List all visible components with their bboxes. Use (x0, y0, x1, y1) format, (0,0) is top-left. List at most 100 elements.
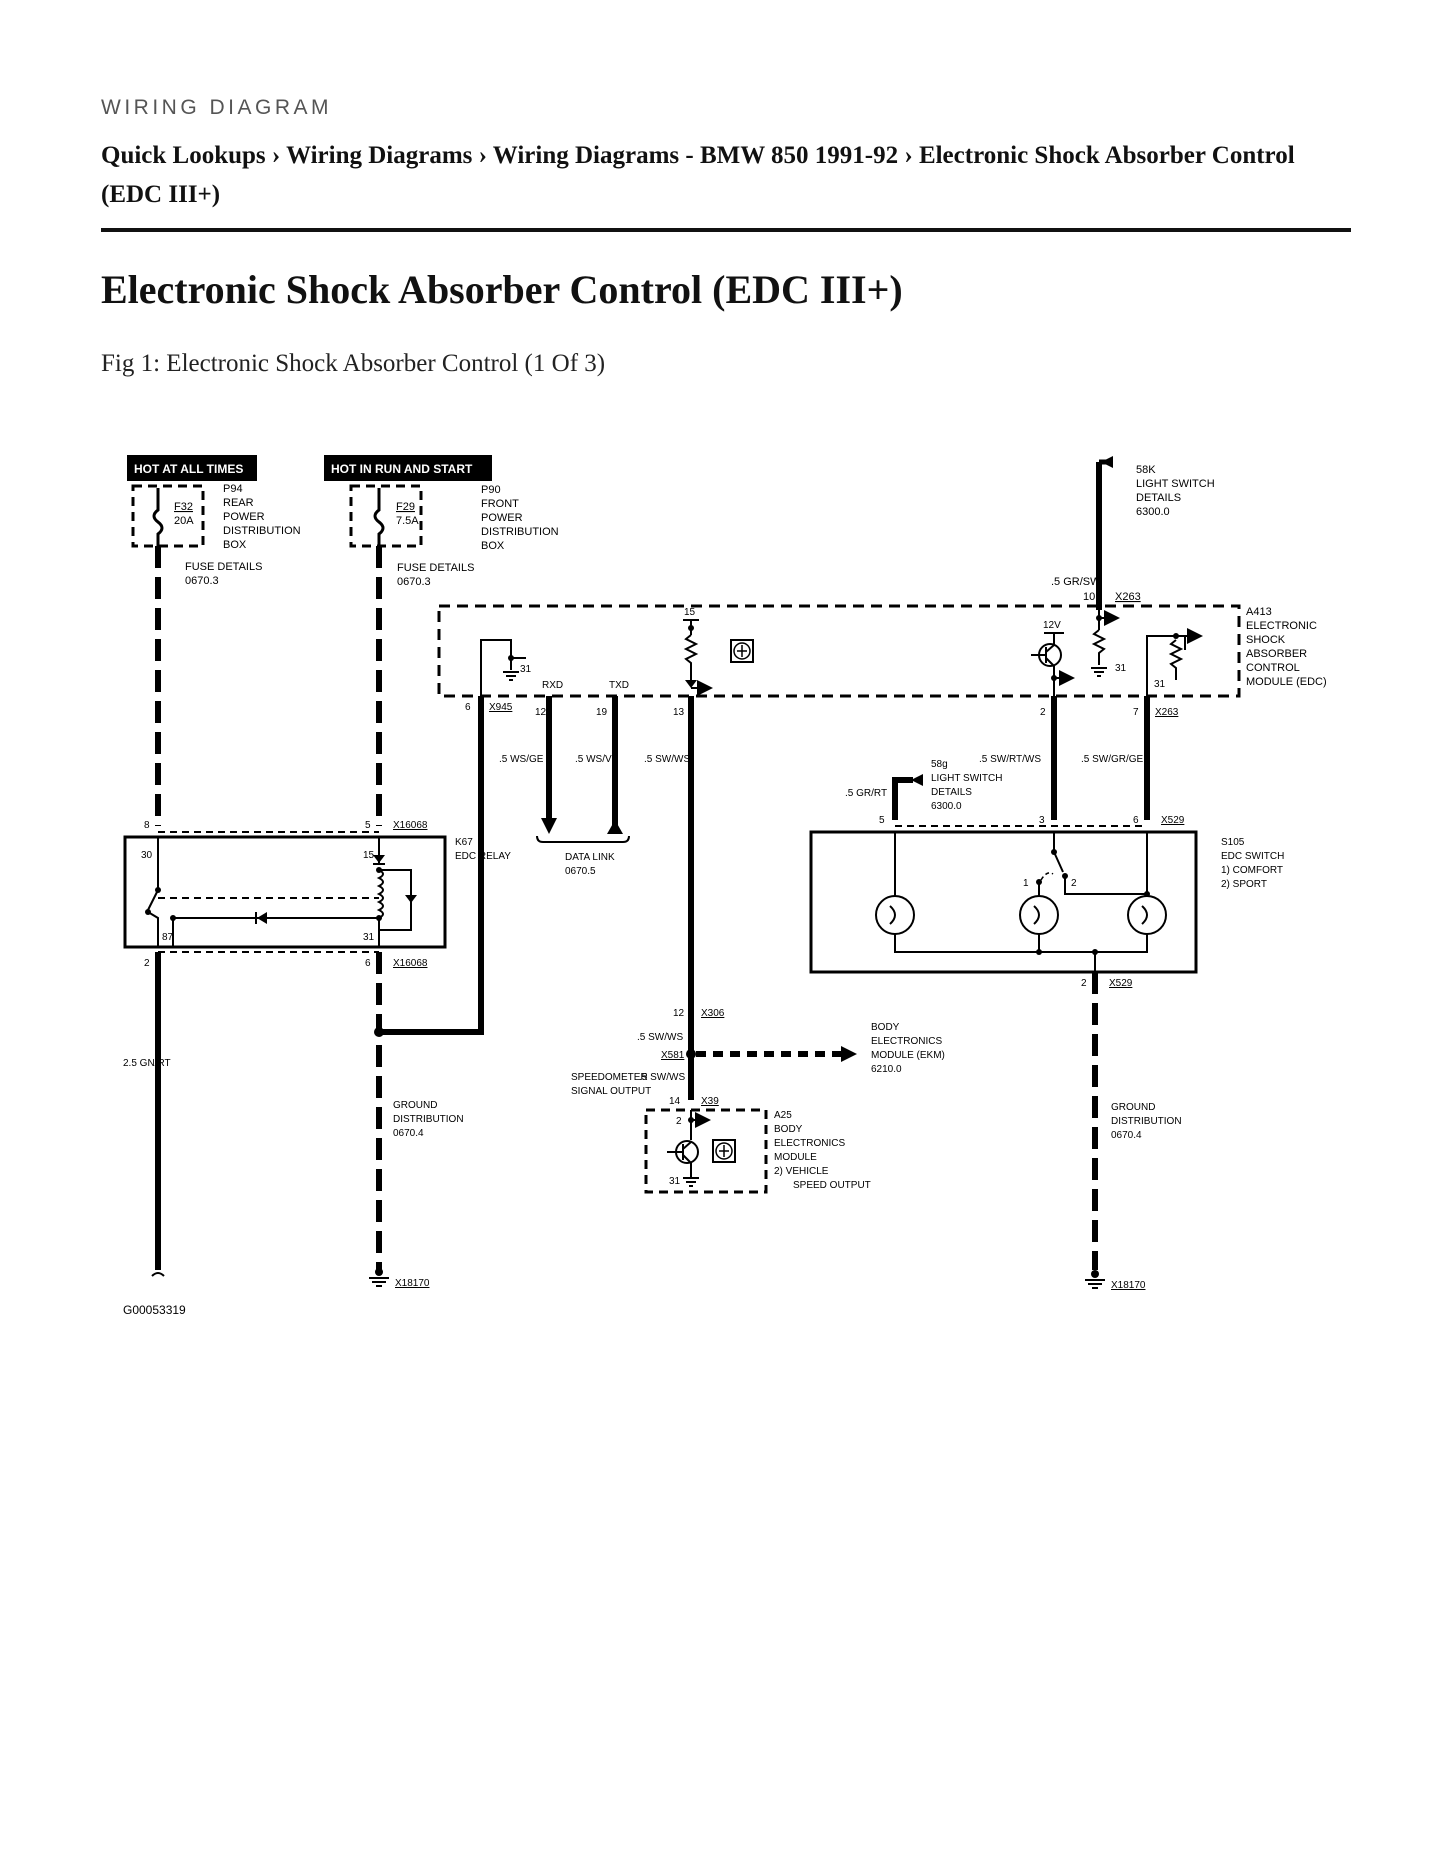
switch-arm (1053, 851, 1064, 873)
edc-internal-pin6-loop (480, 639, 512, 696)
label-pin-6: 6 (1133, 815, 1139, 826)
figure-id: G00053319 (123, 1303, 186, 1317)
label-x18170: X18170 (395, 1278, 430, 1289)
figure-caption: Fig 1: Electronic Shock Absorber Control… (101, 350, 606, 377)
header-divider (101, 228, 1351, 232)
label-power: POWER (223, 511, 265, 523)
diode-symbol (685, 680, 697, 688)
label-switch-position-2: 2 (1071, 878, 1077, 889)
page-kicker: WIRING DIAGRAM (101, 96, 332, 119)
breadcrumb: Quick Lookups › Wiring Diagrams › Wiring… (101, 136, 1351, 214)
breadcrumb-link-wiring-diagrams[interactable]: Wiring Diagrams (286, 142, 473, 169)
label-ref-0670-4: 0670.4 (393, 1128, 424, 1139)
edc-internal-pin7-loop (1146, 635, 1186, 696)
label-x529: X529 (1109, 978, 1133, 989)
label-wire-wsvi: .5 WS/VI (575, 754, 614, 765)
label-module: MODULE (774, 1152, 817, 1163)
splice-node (686, 1049, 696, 1059)
label-pin-13: 13 (673, 707, 685, 718)
label-x16068: X16068 (393, 958, 428, 969)
label-distribution: DISTRIBUTION (393, 1114, 464, 1125)
label-edc-relay: EDC RELAY (455, 851, 511, 862)
breadcrumb-link-quick-lookups[interactable]: Quick Lookups (101, 142, 266, 169)
label-x263: X263 (1155, 707, 1179, 718)
label-pin-15: 15 (363, 850, 375, 861)
label-electronics: ELECTRONICS (774, 1138, 845, 1149)
breadcrumb-current: Electronic Shock Absorber Control (EDC I… (101, 142, 1295, 208)
label-58k: 58K (1136, 464, 1156, 476)
indicator-lamp-icon (875, 895, 915, 935)
label-7-5a: 7.5A (396, 515, 419, 527)
label-wire-swrtws: .5 SW/RT/WS (979, 754, 1041, 765)
label-pin-3: 3 (1039, 815, 1045, 826)
label-rear: REAR (223, 497, 254, 509)
svg-text:HOT IN RUN AND START: HOT IN RUN AND START (331, 462, 473, 476)
label-ground: GROUND (1111, 1102, 1155, 1113)
transistor-symbol (667, 1140, 699, 1164)
label-k67: K67 (455, 837, 473, 848)
label-distribution: DISTRIBUTION (481, 526, 559, 538)
label-power: POWER (481, 512, 523, 524)
relay-contact-node (376, 915, 382, 921)
label-light-switch: LIGHT SWITCH (931, 773, 1002, 784)
wire-continuation-mark (151, 1272, 165, 1277)
hot-at-all-times-label: HOT AT ALL TIMES (127, 455, 257, 481)
label-electronics: ELECTRONICS (871, 1036, 942, 1047)
breadcrumb-separator: › (271, 142, 281, 169)
label-wire-swws: .5 SW/WS (644, 754, 690, 765)
label-vehicle: 2) VEHICLE (774, 1166, 829, 1177)
label-ref-0670-5: 0670.5 (565, 866, 596, 877)
label-data-link: DATA LINK (565, 852, 615, 863)
label-wire-gnrt: 2.5 GN/RT (123, 1058, 171, 1069)
label-pin-5: 5 (365, 820, 371, 831)
wire-pin6-to-relay-ground (379, 696, 484, 1035)
label-details: DETAILS (1136, 492, 1181, 504)
edc-internal-node (1173, 633, 1179, 639)
p94-fuse-box-outline (131, 484, 205, 548)
switch-pos1-lead (1040, 872, 1054, 881)
label-front: FRONT (481, 498, 519, 510)
breadcrumb-link-bmw-850[interactable]: Wiring Diagrams - BMW 850 1991-92 (492, 142, 899, 169)
label-p94: P94 (223, 483, 243, 495)
diode-symbol (257, 912, 267, 924)
switch-pos2-circuit (1064, 876, 1147, 895)
label-pin-7: 7 (1133, 707, 1139, 718)
label-pin-31: 31 (1115, 663, 1127, 674)
label-wire-wsge: .5 WS/GE (499, 754, 544, 765)
label-distribution: DISTRIBUTION (1111, 1116, 1182, 1127)
label-a413: A413 (1246, 606, 1272, 618)
label-pin-2: 2 (676, 1116, 682, 1127)
indicator-lamp-icon (1127, 895, 1167, 935)
label-ref-0670-3: 0670.3 (185, 575, 219, 587)
label-x16068: X16068 (393, 820, 428, 831)
label-20a: 20A (174, 515, 194, 527)
relay-87-circuit (147, 911, 159, 947)
arrow-rxd-down (541, 818, 557, 834)
relay-suppression-loop (379, 869, 412, 931)
wiring-diagram: HOT AT ALL TIMES F32 20A P94 REAR POWER … (123, 455, 1327, 1317)
arrow-txd-up (607, 820, 623, 834)
label-pin-10: 10 (1083, 591, 1095, 603)
data-link-bracket (536, 835, 630, 843)
label-pin-12: 12 (673, 1008, 685, 1019)
label-speedometer: SPEEDOMETER (571, 1072, 648, 1083)
label-comfort: 1) COMFORT (1221, 865, 1283, 876)
ground-x18170-right (1085, 1270, 1105, 1289)
label-switch-position-1: 1 (1023, 878, 1029, 889)
label-ground: GROUND (393, 1100, 437, 1111)
label-x18170: X18170 (1111, 1280, 1146, 1291)
switch-lamp-return (894, 934, 1148, 953)
label-sport: 2) SPORT (1221, 879, 1267, 890)
label-pin-8: 8 (144, 820, 150, 831)
label-wire-swws: .5 SW/WS (637, 1032, 683, 1043)
label-wire-grsw: .5 GR/SW (1051, 576, 1101, 588)
label-ref-6210-0: 6210.0 (871, 1064, 902, 1075)
label-a25: A25 (774, 1110, 792, 1121)
label-shock: SHOCK (1246, 634, 1286, 646)
label-pin-2: 2 (1040, 707, 1046, 718)
label-fuse-details: FUSE DETAILS (397, 562, 474, 574)
label-x945: X945 (489, 702, 513, 713)
label-pin-30: 30 (141, 850, 153, 861)
label-pin-31: 31 (1154, 679, 1166, 690)
label-fuse-details: FUSE DETAILS (185, 561, 262, 573)
